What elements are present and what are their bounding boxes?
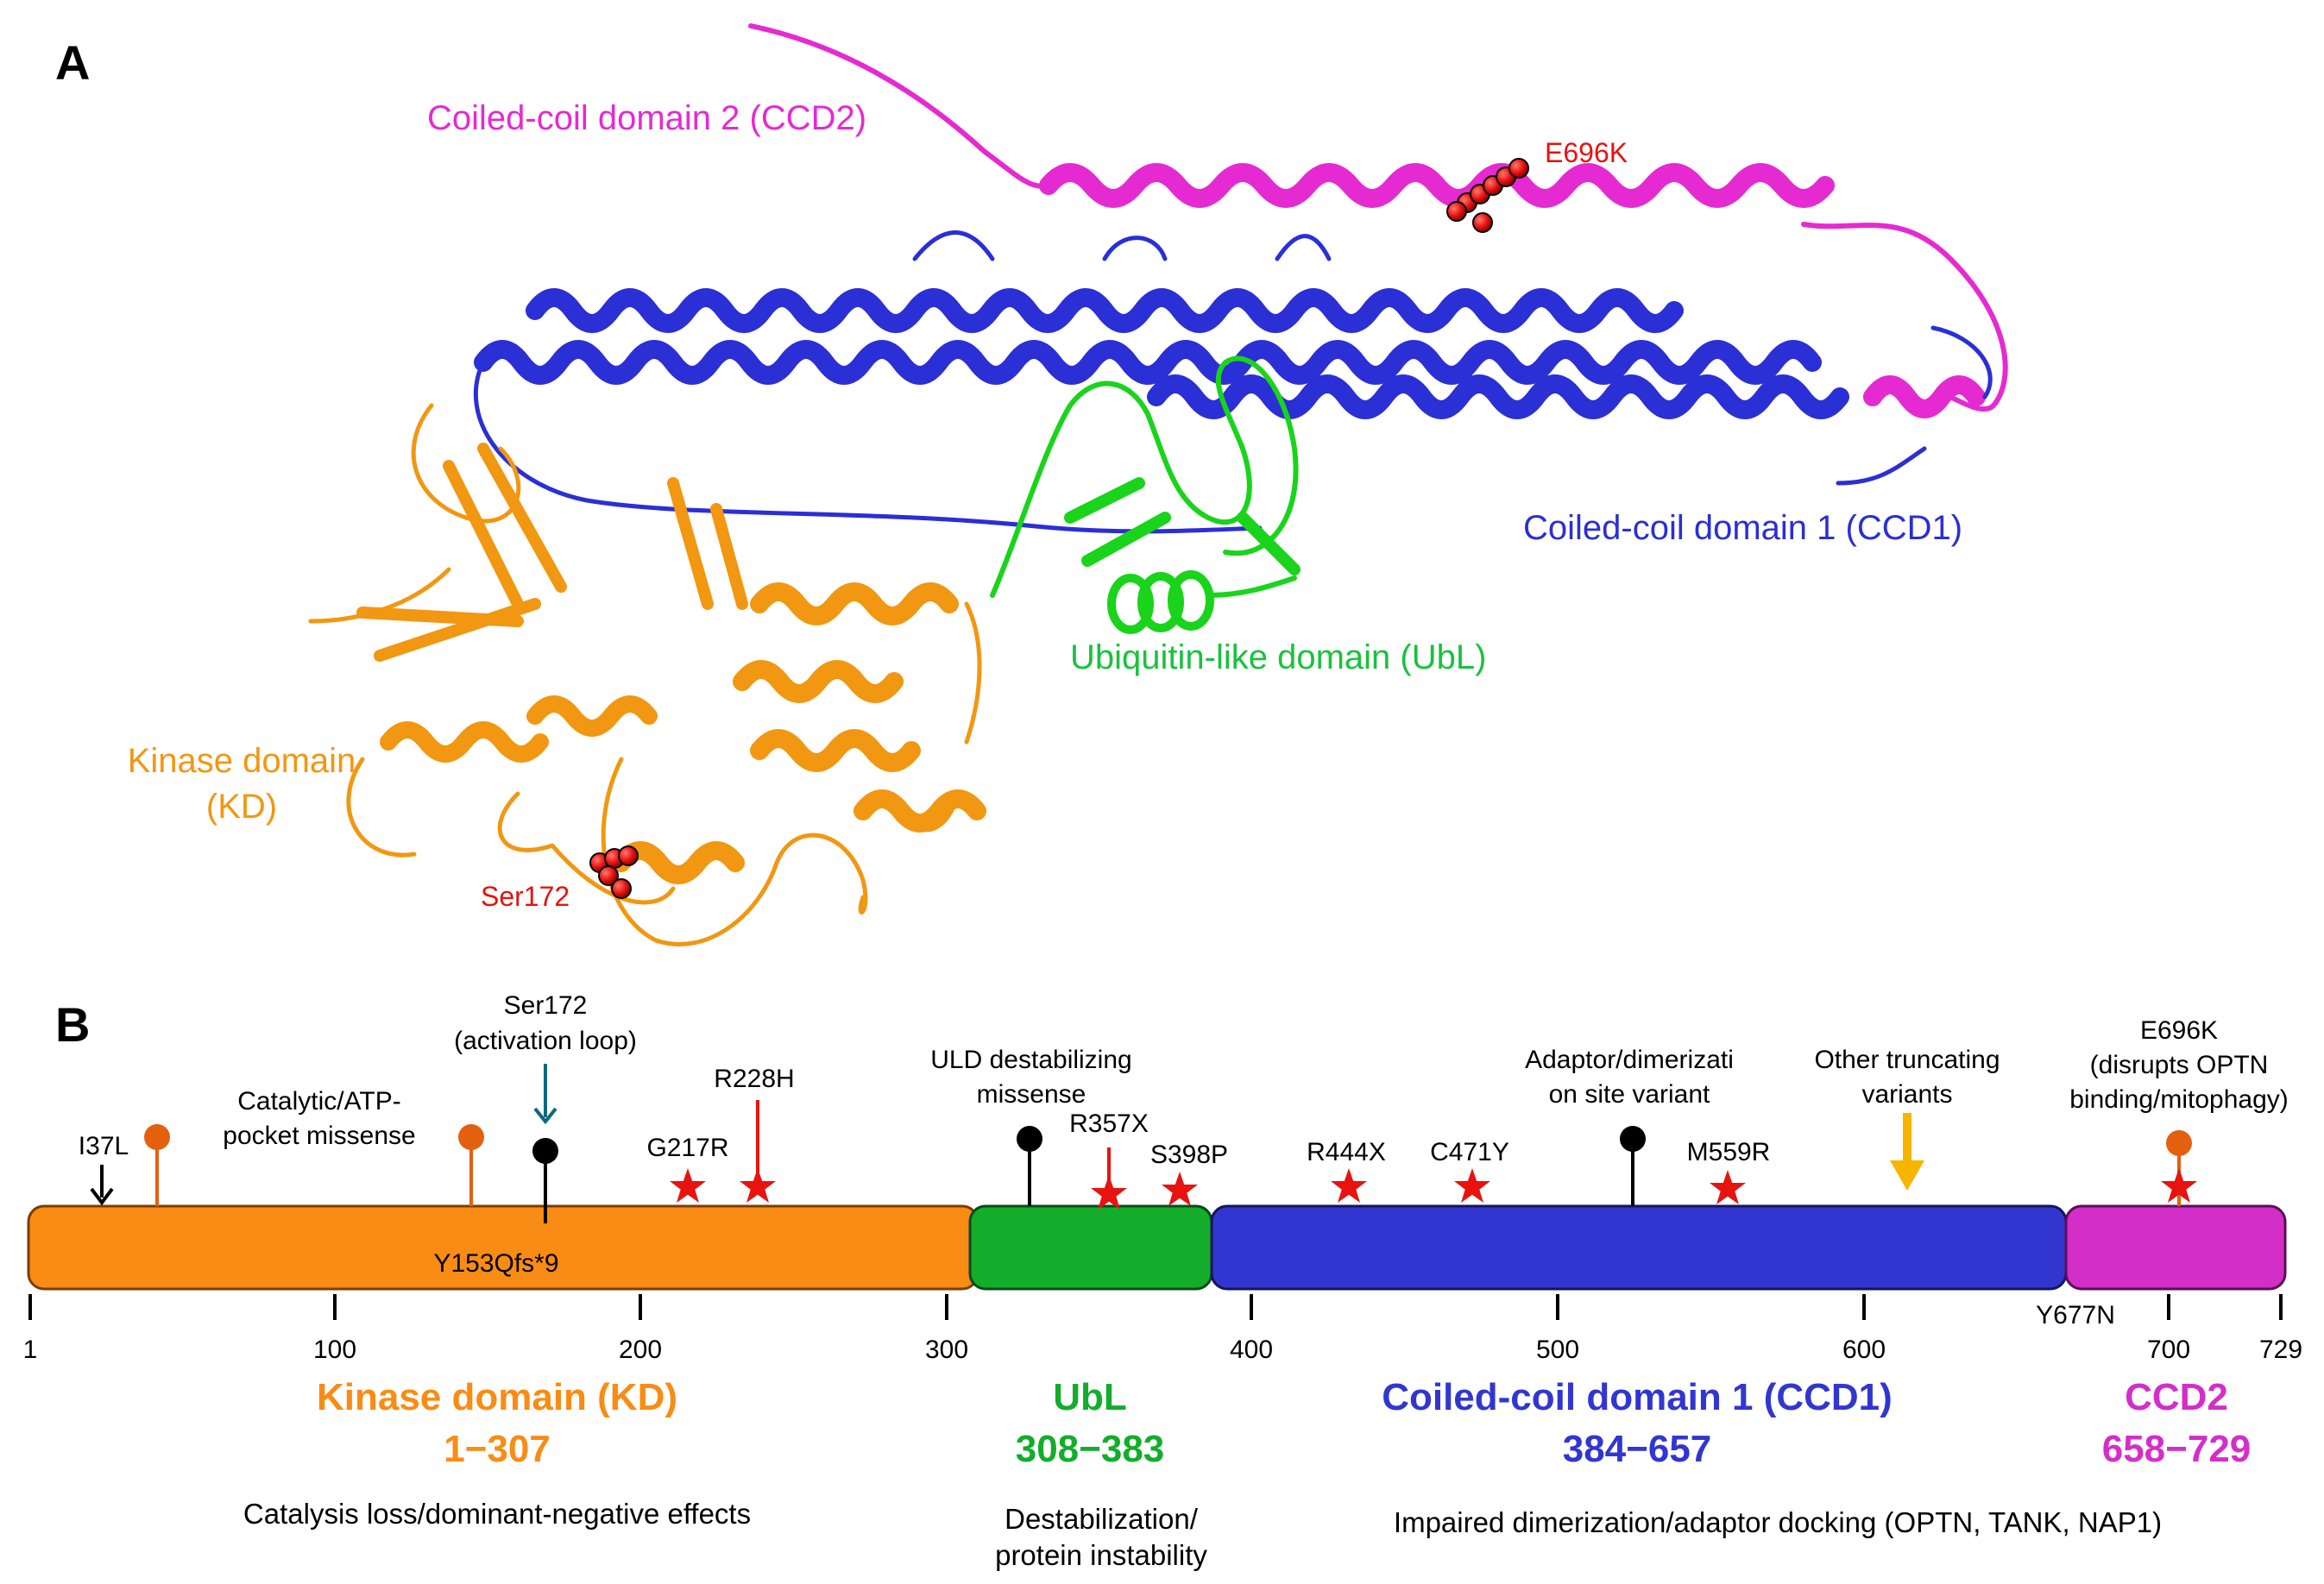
ccd1-structure [473, 230, 1993, 534]
tick-label: 200 [619, 1336, 662, 1364]
r228h-label: R228H [714, 1065, 794, 1093]
tick-label: 500 [1536, 1336, 1579, 1364]
adaptor-lollipop [1620, 1126, 1646, 1152]
s398p-star [1162, 1172, 1198, 1206]
e696k-lollipop [2166, 1130, 2192, 1156]
ccd1-structure-label: Coiled-coil domain 1 (CCD1) [1523, 509, 1962, 547]
ubl-structure-label: Ubiquitin-like domain (UbL) [1070, 638, 1486, 676]
s398p-label: S398P [1150, 1141, 1228, 1169]
axis-ticks [28, 1294, 2283, 1320]
ccd1-domain-name: Coiled-coil domain 1 (CCD1) [1382, 1376, 1893, 1418]
ser172-label-2: (activation loop) [454, 1027, 637, 1055]
tick-label: 100 [313, 1336, 356, 1364]
ubl-effect-2: protein instability [995, 1539, 1207, 1571]
y153-label: Y153Qfs*9 [433, 1249, 558, 1278]
e696k-structure-label: E696K [1545, 137, 1628, 168]
g217r-star [670, 1168, 706, 1203]
e696k-label-2: (disrupts OPTN [2090, 1051, 2269, 1079]
protein-structure [308, 23, 2008, 946]
r357x-star [1091, 1175, 1127, 1210]
r357x-label: R357X [1069, 1109, 1149, 1138]
e696k-label-1: E696K [2140, 1016, 2218, 1045]
ccd2-domain-range: 658−729 [2102, 1428, 2252, 1470]
site-ser172-balls [589, 845, 639, 899]
truncating-label-2: variants [1861, 1080, 1952, 1109]
m559r-label: M559R [1687, 1138, 1771, 1166]
uld-label-1: ULD destabilizing [930, 1046, 1131, 1074]
panel-b-letter: B [55, 997, 90, 1052]
ubl-structure [990, 355, 1301, 634]
ubl-domain-range: 308−383 [1016, 1428, 1165, 1470]
tick-label: 1 [23, 1336, 38, 1364]
red-star-markers [670, 1168, 2197, 1210]
g217r-label: G217R [646, 1134, 728, 1162]
adaptor-label-2: on site variant [1549, 1080, 1710, 1109]
truncating-label-1: Other truncating [1814, 1046, 2000, 1074]
tick-label: 300 [925, 1336, 968, 1364]
r228h-star [740, 1168, 776, 1203]
ccd1-domain-range: 384−657 [1563, 1428, 1712, 1470]
ccd2-structure-label: Coiled-coil domain 2 (CCD2) [427, 99, 866, 137]
ubl-effect-1: Destabilization/ [1005, 1503, 1199, 1535]
uld-lollipop [1017, 1126, 1042, 1152]
catalytic-lollipop-2 [458, 1124, 484, 1150]
uld-label-2: missense [977, 1080, 1086, 1109]
kd-effect: Catalysis loss/dominant-negative effects [243, 1498, 751, 1530]
ubl-bar-segment [968, 1204, 1213, 1291]
kinase-structure [308, 403, 986, 946]
ccd2-bar-segment [2064, 1204, 2287, 1291]
ccd2-domain-name: CCD2 [2125, 1376, 2228, 1418]
kd-domain-name: Kinase domain (KD) [317, 1376, 677, 1418]
catalytic-label-2: pocket missense [223, 1122, 415, 1150]
tick-label: 600 [1842, 1336, 1886, 1364]
c471y-label: C471Y [1430, 1138, 1509, 1166]
catalytic-lollipop-1 [144, 1124, 170, 1150]
y677n-label: Y677N [2036, 1301, 2115, 1329]
kd-structure-label-2: (KD) [206, 788, 277, 826]
i37l-label: I37L [79, 1132, 129, 1160]
ccd1-bar-segment [1210, 1204, 2068, 1291]
ccd2-structure [748, 23, 2008, 418]
panel-a-letter: A [55, 35, 90, 90]
tick-label: 700 [2147, 1336, 2190, 1364]
kd-structure-label-1: Kinase domain [128, 742, 356, 780]
site-e696k-balls [1446, 158, 1529, 233]
catalytic-label-1: Catalytic/ATP- [237, 1087, 400, 1116]
variant-markers [90, 1064, 2192, 1223]
tick-label: 400 [1230, 1336, 1273, 1364]
e696k-label-3: binding/mitophagy) [2069, 1085, 2289, 1114]
m559r-star [1710, 1170, 1746, 1204]
e696k-star [2161, 1168, 2197, 1203]
tick-label: 729 [2259, 1336, 2302, 1364]
domain-bar [27, 1204, 2287, 1291]
kd-domain-range: 1−307 [444, 1428, 551, 1470]
c471y-star [1454, 1168, 1490, 1203]
adaptor-label-1: Adaptor/dimerizati [1525, 1046, 1734, 1074]
r444x-label: R444X [1307, 1138, 1386, 1166]
ubl-domain-name: UbL [1053, 1376, 1127, 1418]
ccd1-effect: Impaired dimerization/adaptor docking (O… [1394, 1506, 2162, 1538]
r444x-star [1331, 1168, 1367, 1203]
ser172-lollipop [532, 1138, 558, 1164]
ser172-structure-label: Ser172 [481, 881, 570, 912]
ser172-label-1: Ser172 [504, 991, 588, 1020]
